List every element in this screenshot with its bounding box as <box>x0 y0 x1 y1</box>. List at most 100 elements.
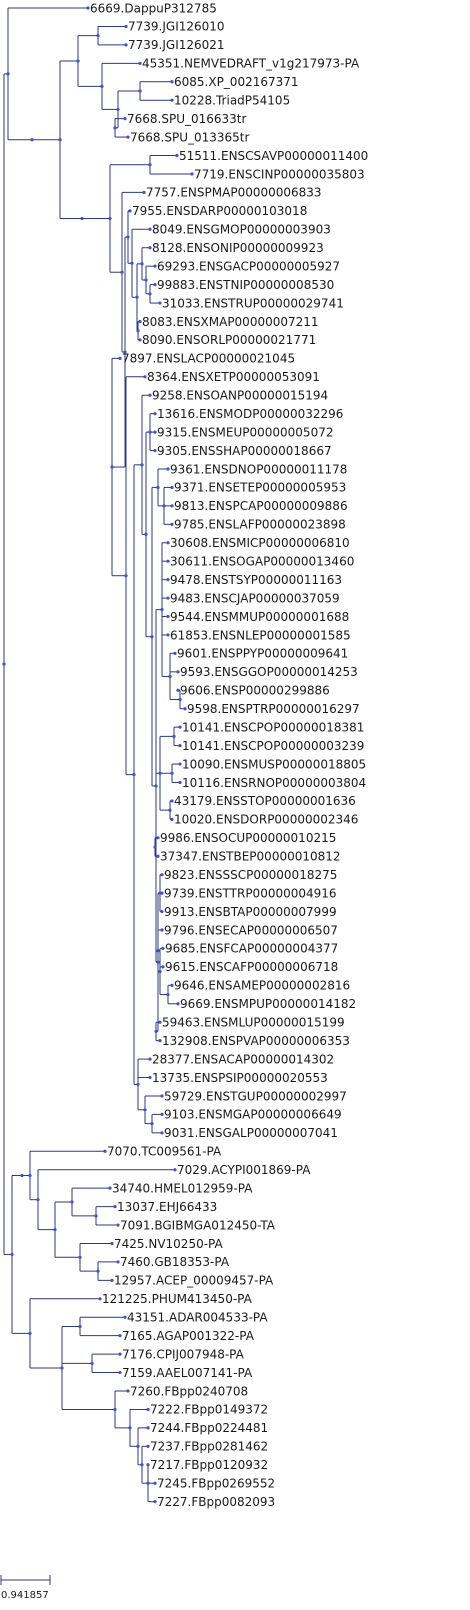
leaf-label: 9593.ENSGGOP00000014253 <box>180 665 358 679</box>
internal-node <box>76 59 80 63</box>
internal-node <box>20 1173 24 1178</box>
internal-node <box>148 292 152 296</box>
internal-node <box>154 784 158 788</box>
leaf-node <box>142 190 146 194</box>
leaf-node <box>148 246 152 250</box>
leaf-node <box>138 61 142 65</box>
internal-node <box>168 808 172 812</box>
leaf-label: 7217.FBpp0120932 <box>150 1458 268 1472</box>
leaf-label: 9371.ENSETEP00000005953 <box>174 481 346 495</box>
leaf-node <box>178 762 182 766</box>
internal-node <box>135 295 139 299</box>
leaf-node <box>160 928 164 932</box>
leaf-label: 6085.XP_002167371 <box>174 75 299 89</box>
leaf-node <box>108 1186 112 1190</box>
leaf-node <box>160 1112 164 1116</box>
leaf-node <box>116 1260 120 1264</box>
leaf-node <box>156 854 160 858</box>
internal-node <box>120 270 124 274</box>
internal-node <box>10 1252 14 1257</box>
internal-node <box>172 734 176 738</box>
leaf-node <box>166 578 170 582</box>
leaf-label: 9305.ENSSHAP00000018667 <box>157 444 332 458</box>
leaf-node <box>118 1334 122 1338</box>
leaf-label: 8049.ENSGMOP00000003903 <box>152 223 331 237</box>
leaf-node <box>170 522 174 526</box>
leaf-label: 28377.ENSACAP00000014302 <box>152 1052 334 1066</box>
leaf-node <box>124 43 128 47</box>
internal-node <box>158 969 162 974</box>
leaf-node <box>148 1057 152 1061</box>
scale-bar: 0.941857 <box>0 1575 51 1601</box>
leaf-node <box>161 946 165 951</box>
leaf-label: 9598.ENSPTRP00000016297 <box>187 702 360 716</box>
leaf-label: 10228.TriadP54105 <box>174 94 290 108</box>
leaf-label: 13037.EHJ66433 <box>117 1200 217 1214</box>
leaf-node <box>118 1352 122 1356</box>
leaf-node <box>138 319 142 324</box>
leaf-label: 8090.ENSORLP00000021771 <box>142 333 316 347</box>
leaf-label: 9103.ENSMGAP00000006649 <box>164 1108 342 1122</box>
leaf-node <box>158 1039 162 1043</box>
leaf-label: 43151.ADAR004533-PA <box>127 1311 268 1325</box>
leaf-label: 9739.ENSTTRP00000004916 <box>164 886 337 900</box>
leaf-label: 10090.ENSMUSP00000018805 <box>182 757 366 771</box>
leaf-node <box>146 1444 150 1448</box>
leaf-label: 9606.ENSP00000299886 <box>180 684 330 698</box>
leaf-label: 8364.ENSXETP00000053091 <box>147 370 320 384</box>
leaf-node <box>166 467 170 471</box>
leaf-node <box>170 504 174 508</box>
internal-node <box>144 278 148 282</box>
leaf-node <box>190 172 194 176</box>
leaf-label: 8128.ENSONIP00000009923 <box>152 241 324 255</box>
leaf-label: 8083.ENSXMAP00000007211 <box>142 315 319 329</box>
leaf-label: 9544.ENSMMUP00000001688 <box>170 610 349 624</box>
leaf-node <box>170 80 174 84</box>
leaf-node <box>146 1426 150 1430</box>
leaf-node <box>126 1389 130 1393</box>
leaf-label: 7227.FBpp0082093 <box>157 1495 275 1509</box>
leaf-node <box>158 301 162 305</box>
internal-node <box>70 1200 74 1204</box>
internal-node <box>128 1426 132 1430</box>
leaf-label: 9685.ENSFCAP00000004377 <box>165 942 338 956</box>
leaf-node <box>166 596 170 600</box>
internal-node <box>94 1214 98 1218</box>
internal-node <box>6 72 10 76</box>
leaf-node <box>170 485 174 490</box>
leaf-label: 7425.NV10250-PA <box>114 1237 224 1251</box>
internal-node <box>158 771 162 775</box>
leaf-node <box>103 1149 107 1153</box>
scale-bar-label: 0.941857 <box>1 1590 49 1601</box>
leaf-label: 6669.DappuP312785 <box>90 1 217 15</box>
leaf-node <box>173 651 177 656</box>
leaf-label: 30608.ENSMICP00000006810 <box>170 536 350 550</box>
internal-node <box>53 1228 57 1232</box>
leaf-label: 10020.ENSDORP00000002346 <box>174 813 358 827</box>
leaf-label: 9646.ENSAMEP00000002816 <box>174 979 350 993</box>
leaf-label: 9785.ENSLAFP00000023898 <box>174 518 346 532</box>
leaf-label: 7244.FBpp0224481 <box>150 1421 268 1435</box>
leaf-node <box>178 725 182 729</box>
internal-node <box>154 1029 158 1034</box>
internal-node <box>110 465 114 469</box>
internal-node <box>162 504 166 508</box>
internal-node <box>168 674 172 679</box>
leaf-label: 31033.ENSTRUP00000029741 <box>162 296 344 310</box>
leaf-label: 7165.AGAP001322-PA <box>122 1329 255 1343</box>
leaf-node <box>176 670 180 674</box>
leaf-node <box>153 430 157 434</box>
internal-node <box>30 138 34 142</box>
internal-node <box>90 1361 94 1365</box>
internal-node <box>58 138 62 142</box>
leaf-node <box>153 283 157 287</box>
leaf-node <box>110 1241 114 1246</box>
leaf-label: 10116.ENSRNOP00000003804 <box>182 776 366 790</box>
internal-node <box>123 350 127 354</box>
leaf-label: 30611.ENSOGAP00000013460 <box>170 555 354 569</box>
leaf-label: 34740.HMEL012959-PA <box>112 1181 253 1195</box>
leaf-label: 121225.PHUM413450-PA <box>102 1292 253 1306</box>
leaf-node <box>123 117 127 121</box>
internal-node <box>166 992 170 997</box>
